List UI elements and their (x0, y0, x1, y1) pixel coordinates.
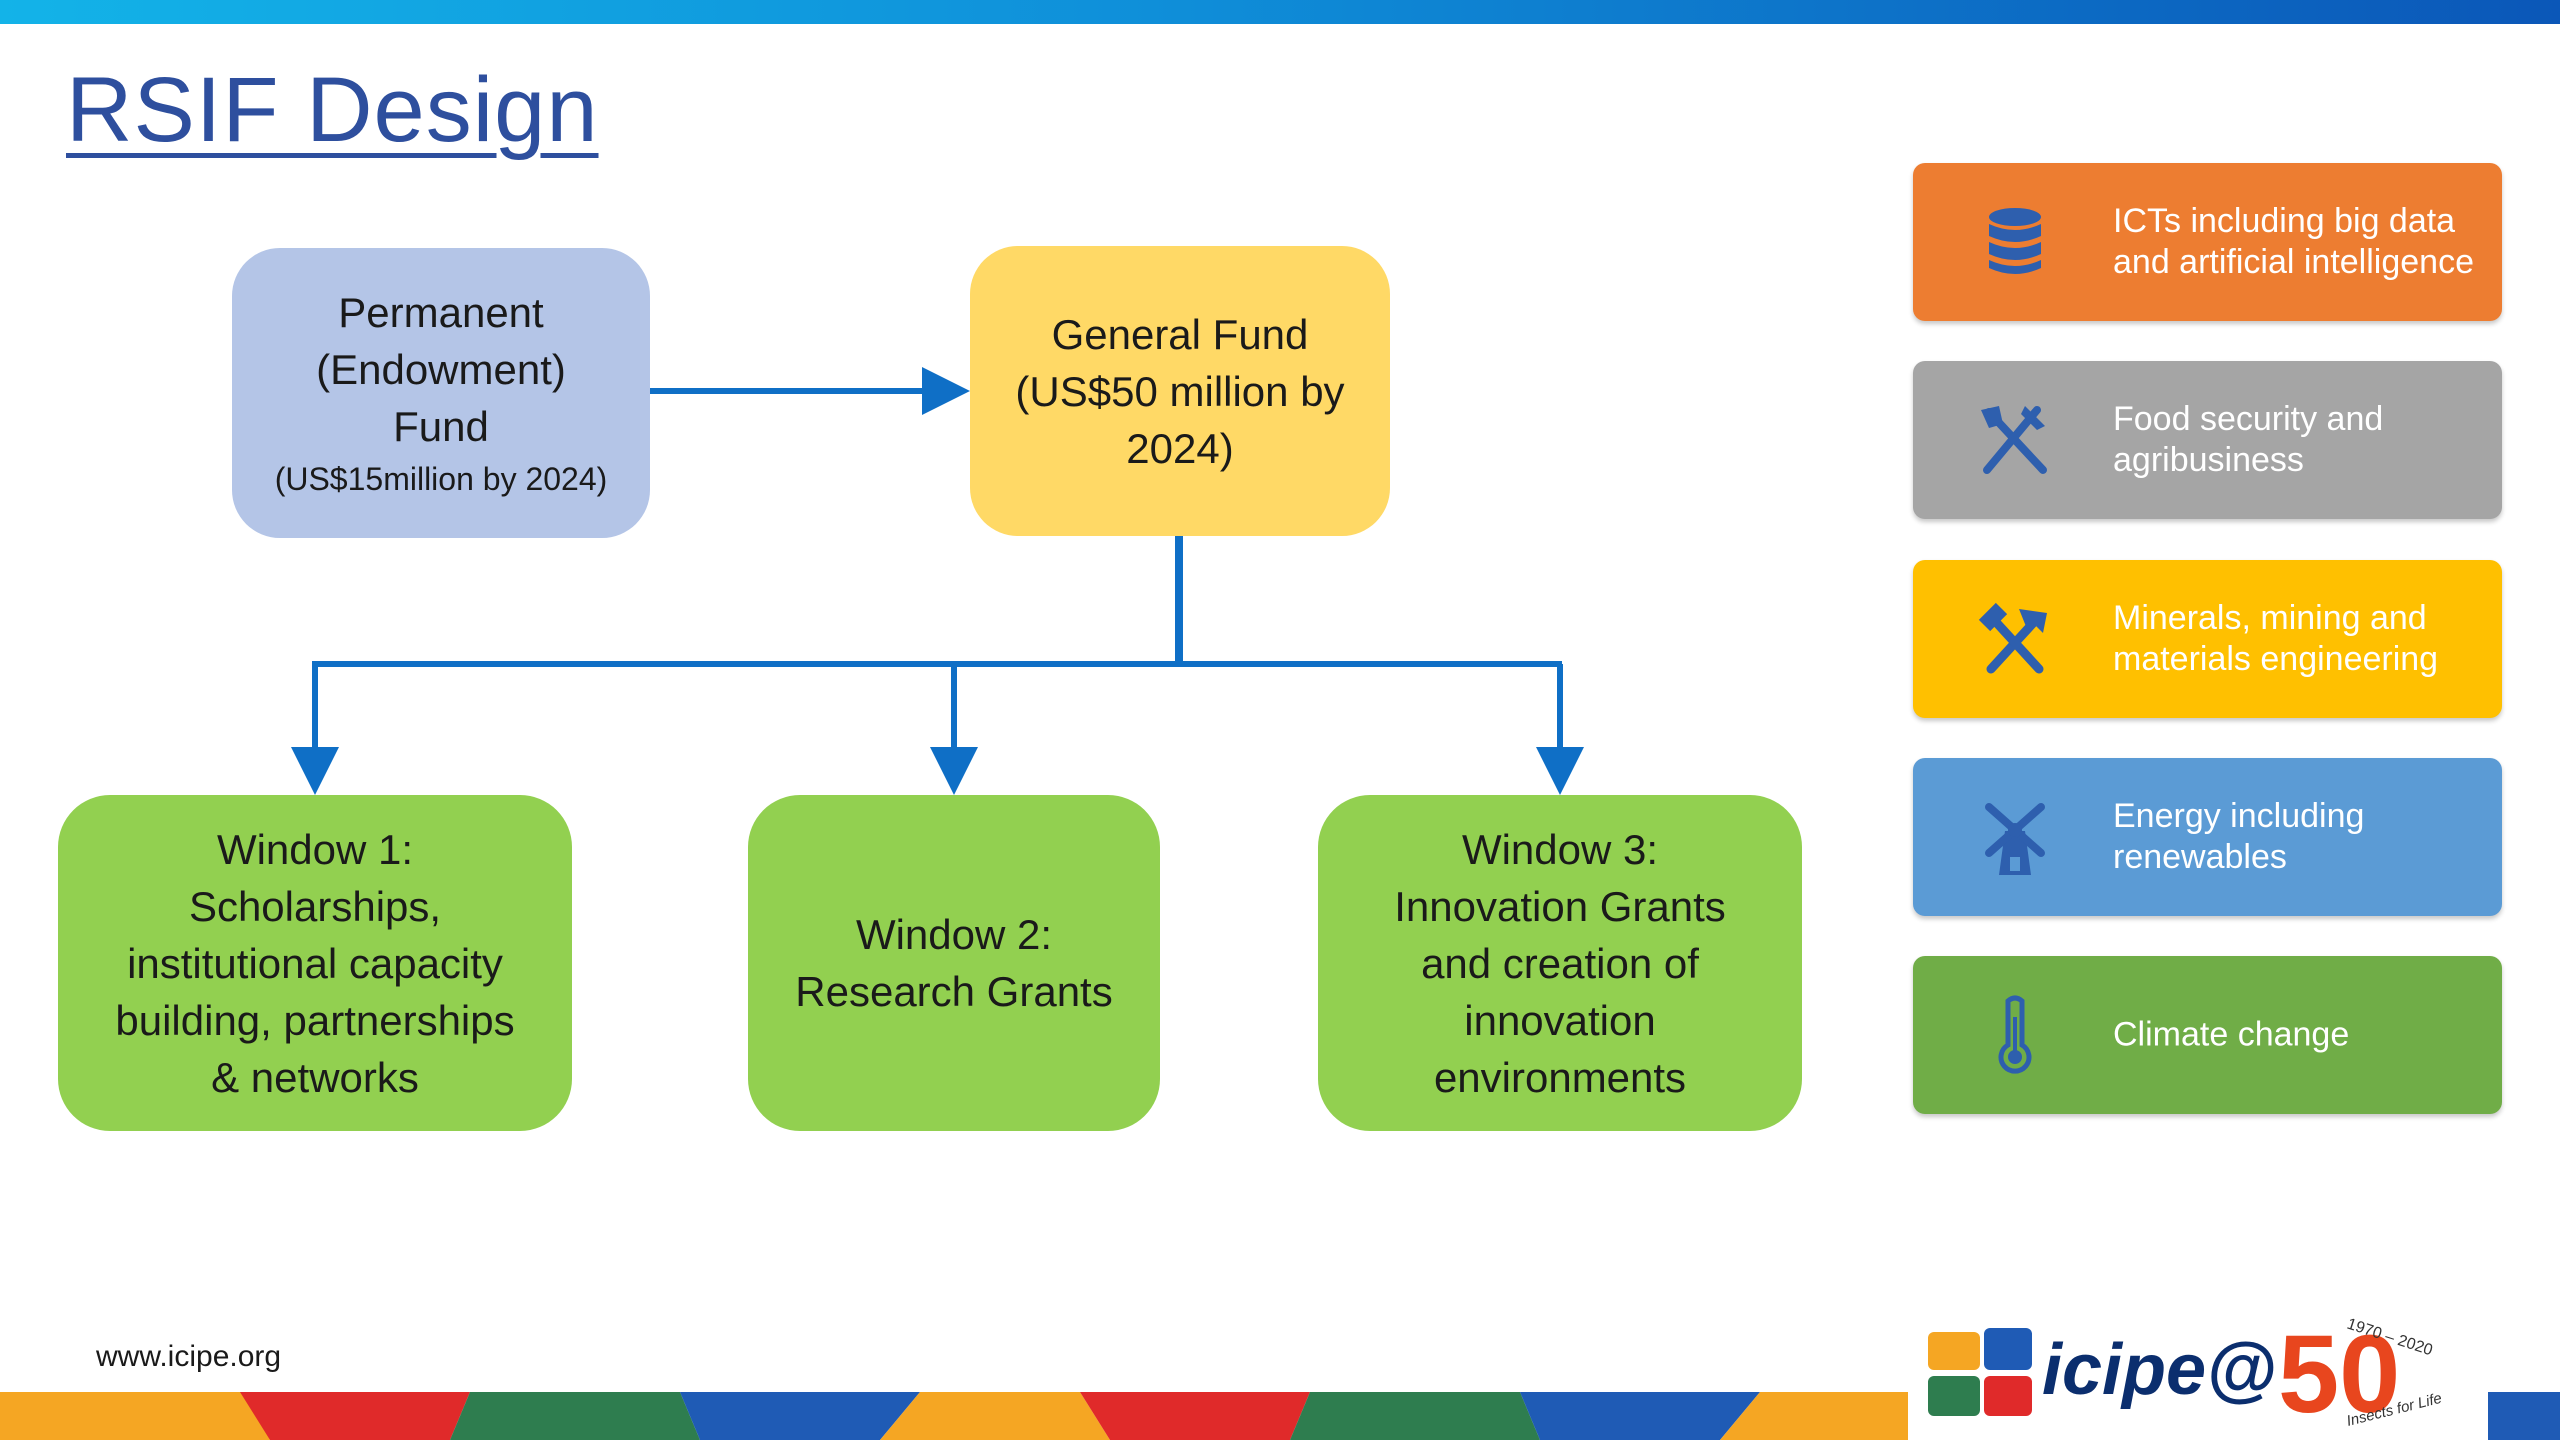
logo-tile-blue (1984, 1328, 2032, 1370)
window-3-line-5: environments (1433, 1053, 1687, 1101)
logo-wordmark: icipe@ (2042, 1330, 2276, 1410)
thermometer-icon (1998, 995, 2032, 1074)
theme-energy-card: Energy including renewables (1913, 758, 2502, 916)
theme-climate-label: Climate change (2113, 1015, 2490, 1056)
window-3-line-2: Innovation Grants (1394, 882, 1726, 930)
window-1-line-2: Scholarships, (188, 882, 442, 930)
window-3-box: Window 3: Innovation Grants and creation… (1318, 795, 1802, 1131)
permanent-endowment-fund-box: Permanent (Endowment) Fund (US$15million… (232, 248, 650, 538)
general-fund-line-2: (US$50 million by (1015, 367, 1345, 415)
theme-minerals-label: Minerals, mining and materials engineeri… (2113, 598, 2490, 680)
hammer-pick-icon (1978, 602, 2047, 674)
theme-minerals-line-2: materials engineering (2113, 640, 2439, 678)
window-1-line-1: Window 1: (216, 825, 414, 873)
icipe-logo-graphic: icipe@ 50 1970 – 2020 Insects for Life (1928, 1313, 2444, 1436)
theme-energy-line-1: Energy including (2113, 797, 2365, 835)
permanent-fund-detail: (US$15million by 2024) (274, 460, 608, 497)
theme-climate-card: Climate change (1913, 956, 2502, 1114)
window-2-box: Window 2: Research Grants (748, 795, 1160, 1131)
windmill-icon (1985, 803, 2045, 875)
page-title: RSIF Design (66, 59, 599, 161)
permanent-fund-line-2: (Endowment) (316, 345, 566, 393)
theme-energy-line-2: renewables (2113, 838, 2287, 876)
theme-ict-line-2: and artificial intelligence (2113, 243, 2474, 281)
theme-food-line-2: agribusiness (2113, 441, 2304, 479)
window-2-line-2: Research Grants (795, 968, 1113, 1015)
theme-food-label: Food security and agribusiness (2113, 399, 2490, 481)
icipe-50-logo: icipe@ 50 1970 – 2020 Insects for Life (1908, 1302, 2488, 1440)
window-3-line-3: and creation of (1421, 939, 1699, 987)
permanent-fund-line-3: Fund (393, 402, 489, 450)
permanent-fund-line-1: Permanent (338, 288, 544, 336)
window-1-line-3: institutional capacity (127, 939, 503, 987)
theme-ict-line-1: ICTs including big data (2113, 202, 2456, 240)
logo-number: 50 (2278, 1313, 2400, 1436)
general-fund-line-3: 2024) (1126, 424, 1234, 472)
theme-minerals-line-1: Minerals, mining and (2113, 599, 2427, 637)
general-fund-box: General Fund (US$50 million by 2024) (970, 246, 1390, 536)
window-2-line-1: Window 2: (855, 911, 1053, 958)
window-1-box: Window 1: Scholarships, institutional ca… (58, 795, 572, 1131)
logo-tile-red (1984, 1376, 2032, 1416)
window-1-line-5: & networks (211, 1053, 419, 1101)
window-3-line-1: Window 3: (1461, 825, 1659, 873)
theme-ict-label: ICTs including big data and artificial i… (2113, 201, 2490, 283)
theme-ict-card: ICTs including big data and artificial i… (1913, 163, 2502, 321)
window-1-line-4: building, partnerships (115, 996, 515, 1044)
theme-energy-label: Energy including renewables (2113, 796, 2490, 878)
logo-tile-green (1928, 1376, 1980, 1416)
top-color-bar (0, 0, 2560, 24)
theme-food-line-1: Food security and (2113, 400, 2384, 438)
general-fund-line-1: General Fund (1051, 310, 1309, 358)
theme-food-card: Food security and agribusiness (1913, 361, 2502, 519)
database-icon (1989, 208, 2041, 274)
fork-knife-icon (1981, 406, 2047, 474)
website-url: www.icipe.org (96, 1340, 282, 1373)
theme-minerals-card: Minerals, mining and materials engineeri… (1913, 560, 2502, 718)
window-3-line-4: innovation (1464, 996, 1656, 1044)
logo-tile-orange (1928, 1332, 1980, 1370)
theme-climate-line-1: Climate change (2113, 1015, 2350, 1054)
